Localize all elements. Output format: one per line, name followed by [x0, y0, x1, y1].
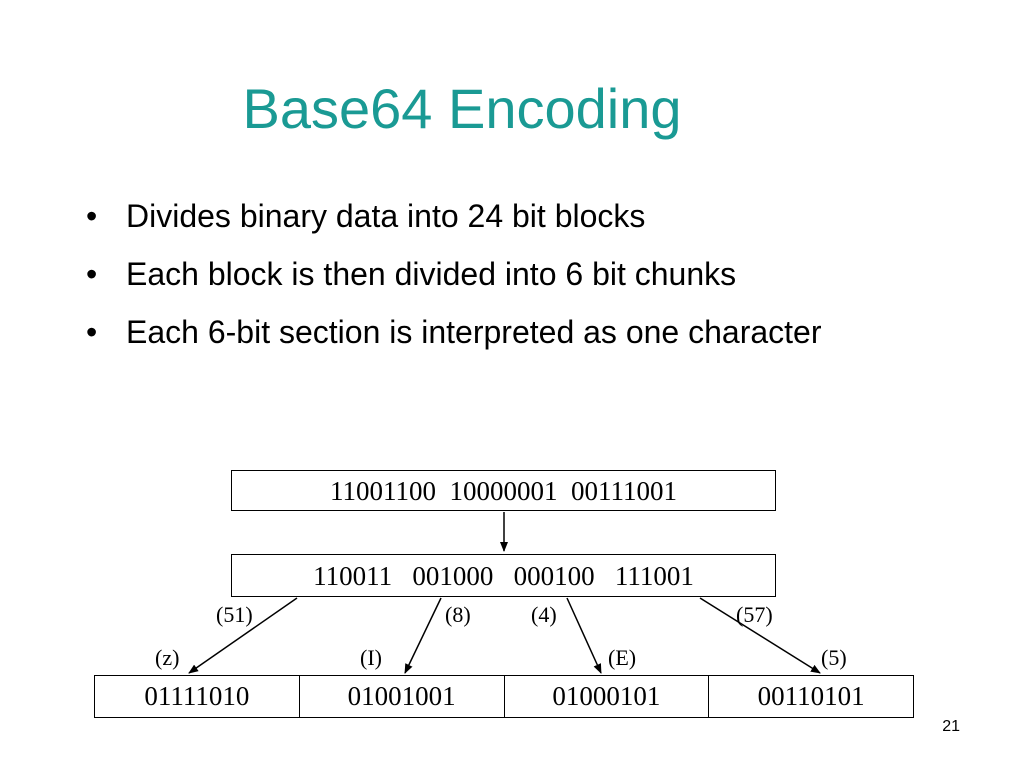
group-value-label: (57) [736, 602, 773, 627]
output-byte-cell: 01000101 [505, 676, 710, 717]
bullet-list: •Divides binary data into 24 bit blocks … [86, 196, 926, 370]
output-byte-cell: 00110101 [757, 681, 865, 711]
output-char-label: (E) [608, 645, 637, 670]
bullet-dot: • [86, 198, 98, 234]
output-char-label: (z) [155, 645, 180, 670]
output-char-label: (I) [360, 645, 382, 670]
output-bytes-row: 01111010 01001001 01000101 00110101 [94, 675, 914, 718]
bullet-dot: • [86, 314, 98, 350]
six-bit-groups-box: 110011 001000 000100 111001 [231, 554, 776, 597]
output-byte-cell: 01001001 [300, 676, 505, 717]
group-value-label: (8) [445, 602, 471, 627]
bullet-text: Each block is then divided into 6 bit ch… [126, 256, 737, 292]
slide-title: Base64 Encoding [242, 77, 682, 140]
bullet-text: Each 6-bit section is interpreted as one… [126, 314, 822, 350]
bullet-dot: • [86, 256, 98, 292]
arrow-8-to-I [404, 597, 442, 674]
output-char-label: (5) [821, 645, 847, 670]
input-bytes-box: 11001100 10000001 00111001 [231, 470, 776, 511]
bullet-item: • Each 6-bit section is interpreted as on… [86, 312, 826, 352]
bullet-item: • Divides binary data into 24 bit blocks [86, 196, 926, 236]
page-number: 21 [942, 718, 960, 735]
bullet-text: Divides binary data into 24 bit blocks [126, 198, 646, 234]
group-value-label: (4) [531, 602, 557, 627]
group-value-label: (51) [216, 602, 253, 627]
bullet-item: • Each block is then divided into 6 bit c… [86, 254, 926, 294]
arrow-4-to-E [566, 597, 602, 674]
output-byte-cell: 01111010 [95, 676, 300, 717]
